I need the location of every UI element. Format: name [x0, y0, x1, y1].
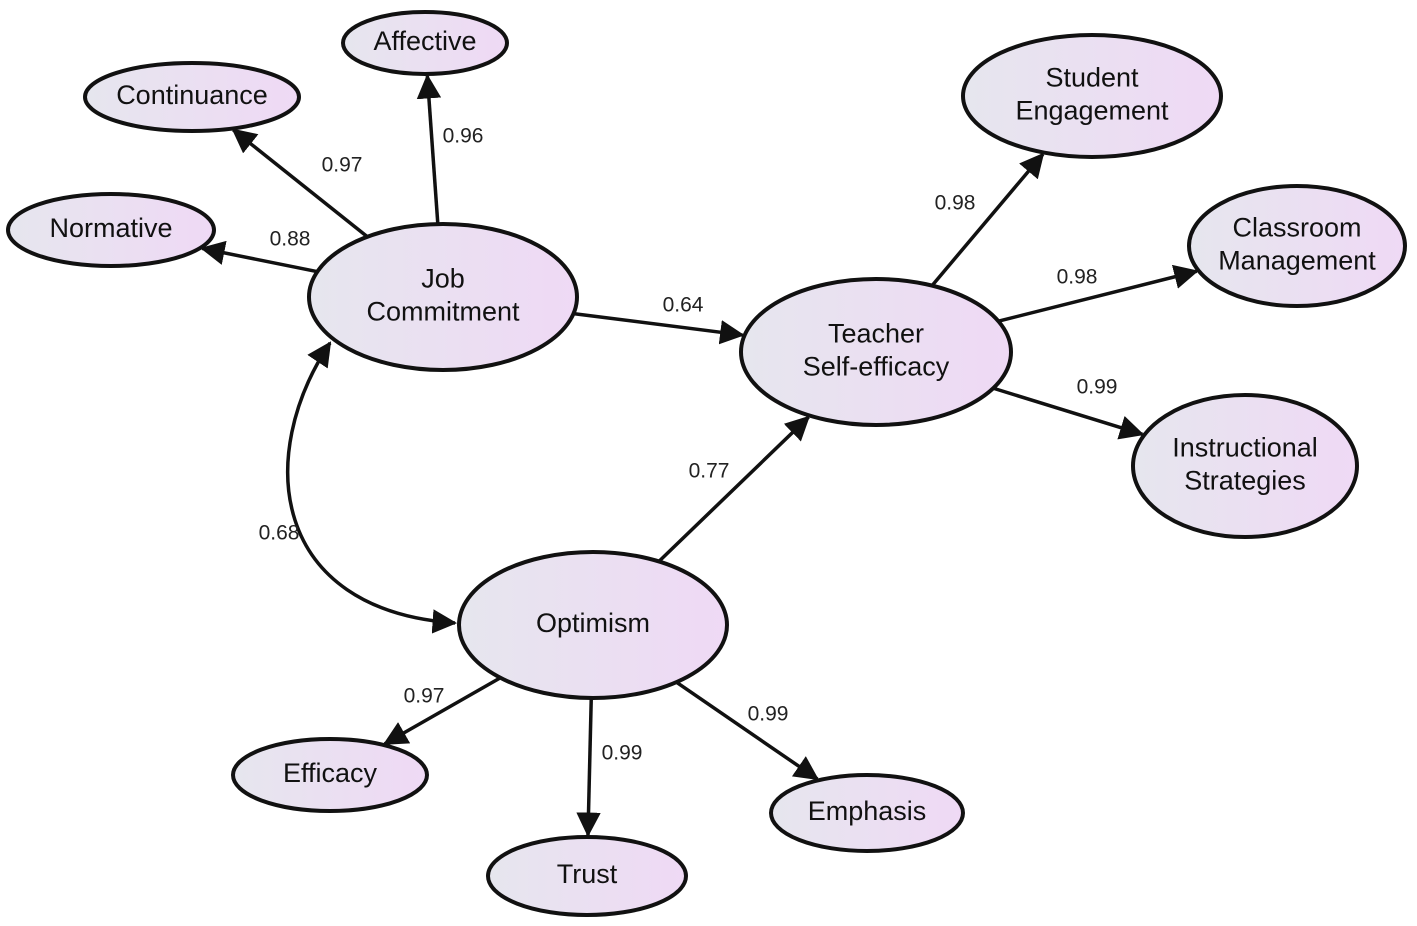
- node-efficacy-label-line-1: Efficacy: [283, 758, 378, 788]
- node-continuance-label-line-1: Continuance: [116, 80, 268, 110]
- node-normative: Normative: [6, 192, 216, 268]
- edge-optimism-to-teacher-self-efficacy: [658, 415, 811, 563]
- node-student-engagement-ellipse: [961, 33, 1223, 159]
- node-trust-ellipse: [486, 835, 688, 917]
- node-student-engagement-label-line-2: Engagement: [1015, 96, 1169, 126]
- edge-label-job-commitment-to-continuance: 0.97: [322, 154, 363, 177]
- edge-job-commitment-to-normative: [200, 240, 317, 274]
- edge-optimism-to-trust: [576, 698, 601, 838]
- edge-label-job-commitment-to-normative: 0.88: [270, 228, 311, 251]
- edge-job-commitment-to-teacher-self-efficacy: [574, 311, 745, 345]
- nodes-layer: AffectiveContinuanceNormativeJobCommitme…: [6, 10, 1407, 917]
- edge-label-job-commitment-to-affective: 0.96: [443, 125, 484, 148]
- node-classroom-management-label-line-1: Classroom: [1232, 213, 1361, 243]
- node-efficacy-ellipse: [231, 737, 429, 813]
- node-emphasis: Emphasis: [769, 773, 965, 853]
- node-teacher-self-efficacy-label-line-2: Self-efficacy: [803, 352, 950, 382]
- edge-job-commitment-to-continuance: [231, 128, 368, 238]
- edge-teacher-self-efficacy-to-student-engagement: [931, 152, 1045, 286]
- edge-label-job-commitment-to-teacher-self-efficacy: 0.64: [663, 294, 704, 317]
- edge-job-commitment-to-affective: [416, 73, 442, 224]
- node-classroom-management-label-line-2: Management: [1218, 246, 1376, 276]
- node-teacher-self-efficacy-label-line-1: Teacher: [828, 319, 924, 349]
- node-emphasis-label-line-1: Emphasis: [808, 796, 927, 826]
- node-normative-label-line-1: Normative: [49, 213, 172, 243]
- edge-label-optimism-to-teacher-self-efficacy: 0.77: [689, 460, 730, 483]
- node-trust: Trust: [486, 835, 688, 917]
- node-normative-ellipse: [6, 192, 216, 268]
- node-emphasis-ellipse: [769, 773, 965, 853]
- edge-label-optimism-to-efficacy: 0.97: [404, 685, 445, 708]
- node-teacher-self-efficacy-ellipse: [739, 277, 1013, 427]
- node-optimism-ellipse: [457, 550, 729, 700]
- node-job-commitment-ellipse: [307, 222, 579, 372]
- node-continuance-ellipse: [83, 61, 301, 133]
- node-instructional-strategies-label-line-2: Strategies: [1184, 466, 1306, 496]
- node-job-commitment-label-line-2: Commitment: [366, 297, 520, 327]
- node-optimism: Optimism: [457, 550, 729, 700]
- node-job-commitment-label-line-1: Job: [421, 264, 465, 294]
- edge-label-teacher-self-efficacy-to-classroom-management: 0.98: [1057, 266, 1098, 289]
- node-student-engagement-label-line-1: Student: [1045, 63, 1139, 93]
- edge-label-teacher-self-efficacy-to-student-engagement: 0.98: [935, 192, 976, 215]
- edge-job-commitment-to-optimism: [285, 341, 458, 634]
- node-efficacy: Efficacy: [231, 737, 429, 813]
- edge-teacher-self-efficacy-to-classroom-management: [998, 264, 1199, 323]
- node-optimism-label-line-1: Optimism: [536, 608, 650, 638]
- edge-label-optimism-to-emphasis: 0.99: [748, 703, 789, 726]
- edge-labels-layer: 0.96 0.97 0.88 0.64 0.98 0.98 0.99 0.77 0.97 0.99…: [259, 125, 1118, 765]
- edges-layer: [200, 73, 1199, 838]
- node-affective-ellipse: [341, 10, 509, 76]
- edge-label-teacher-self-efficacy-to-instructional-strategies: 0.99: [1077, 376, 1118, 399]
- node-instructional-strategies-label-line-1: Instructional: [1172, 433, 1318, 463]
- node-continuance: Continuance: [83, 61, 301, 133]
- node-affective: Affective: [341, 10, 509, 76]
- node-classroom-management-ellipse: [1187, 184, 1407, 308]
- edge-optimism-to-efficacy: [382, 676, 501, 746]
- node-trust-label-line-1: Trust: [557, 859, 618, 889]
- node-instructional-strategies-ellipse: [1131, 393, 1359, 539]
- edge-teacher-self-efficacy-to-instructional-strategies: [993, 386, 1145, 440]
- edge-optimism-to-emphasis: [676, 681, 820, 781]
- node-affective-label-line-1: Affective: [373, 26, 476, 56]
- edge-label-job-commitment-to-optimism: 0.68: [259, 522, 300, 545]
- edge-label-optimism-to-trust: 0.99: [602, 742, 643, 765]
